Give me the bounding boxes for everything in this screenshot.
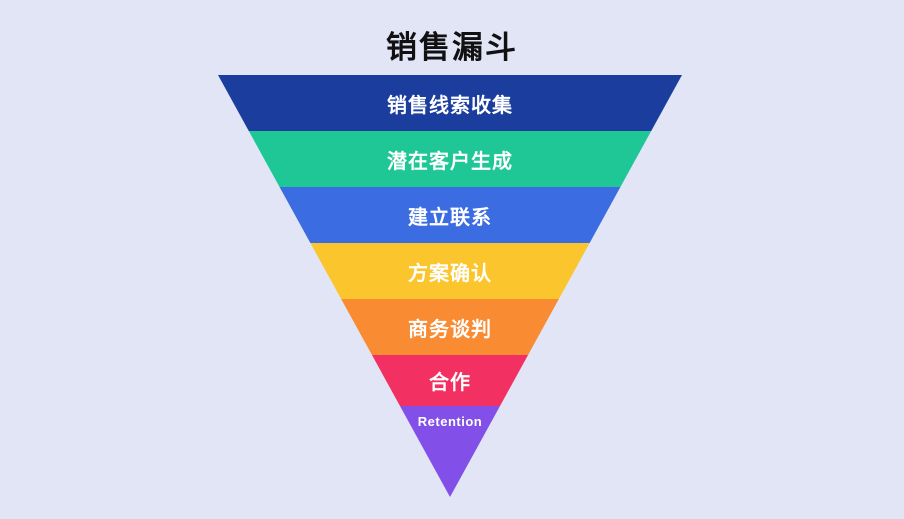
funnel-stage-label: 合作	[429, 372, 471, 394]
funnel-stage-label: 建立联系	[408, 206, 492, 229]
funnel-stage-3: 建立联系	[218, 187, 682, 243]
funnel-stage-1: 销售线索收集	[218, 75, 682, 131]
funnel-stage-4: 方案确认	[218, 243, 682, 299]
sales-funnel-chart: 销售线索收集潜在客户生成建立联系方案确认商务谈判合作 Retention	[218, 75, 682, 497]
funnel-stage-label: Retention	[417, 414, 483, 429]
funnel-stage-6: 合作	[218, 355, 682, 406]
funnel-stage-label: 方案确认	[408, 262, 492, 285]
funnel-stage-2: 潜在客户生成	[218, 131, 682, 187]
funnel-stage-label: 潜在客户生成	[387, 150, 513, 173]
chart-title: 销售漏斗	[386, 30, 518, 65]
funnel-stage-label: 销售线索收集	[387, 94, 513, 117]
funnel-stage-label: 商务谈判	[408, 318, 492, 341]
funnel-stage-5: 商务谈判	[218, 299, 682, 355]
funnel-stage-7: Retention	[218, 406, 682, 497]
